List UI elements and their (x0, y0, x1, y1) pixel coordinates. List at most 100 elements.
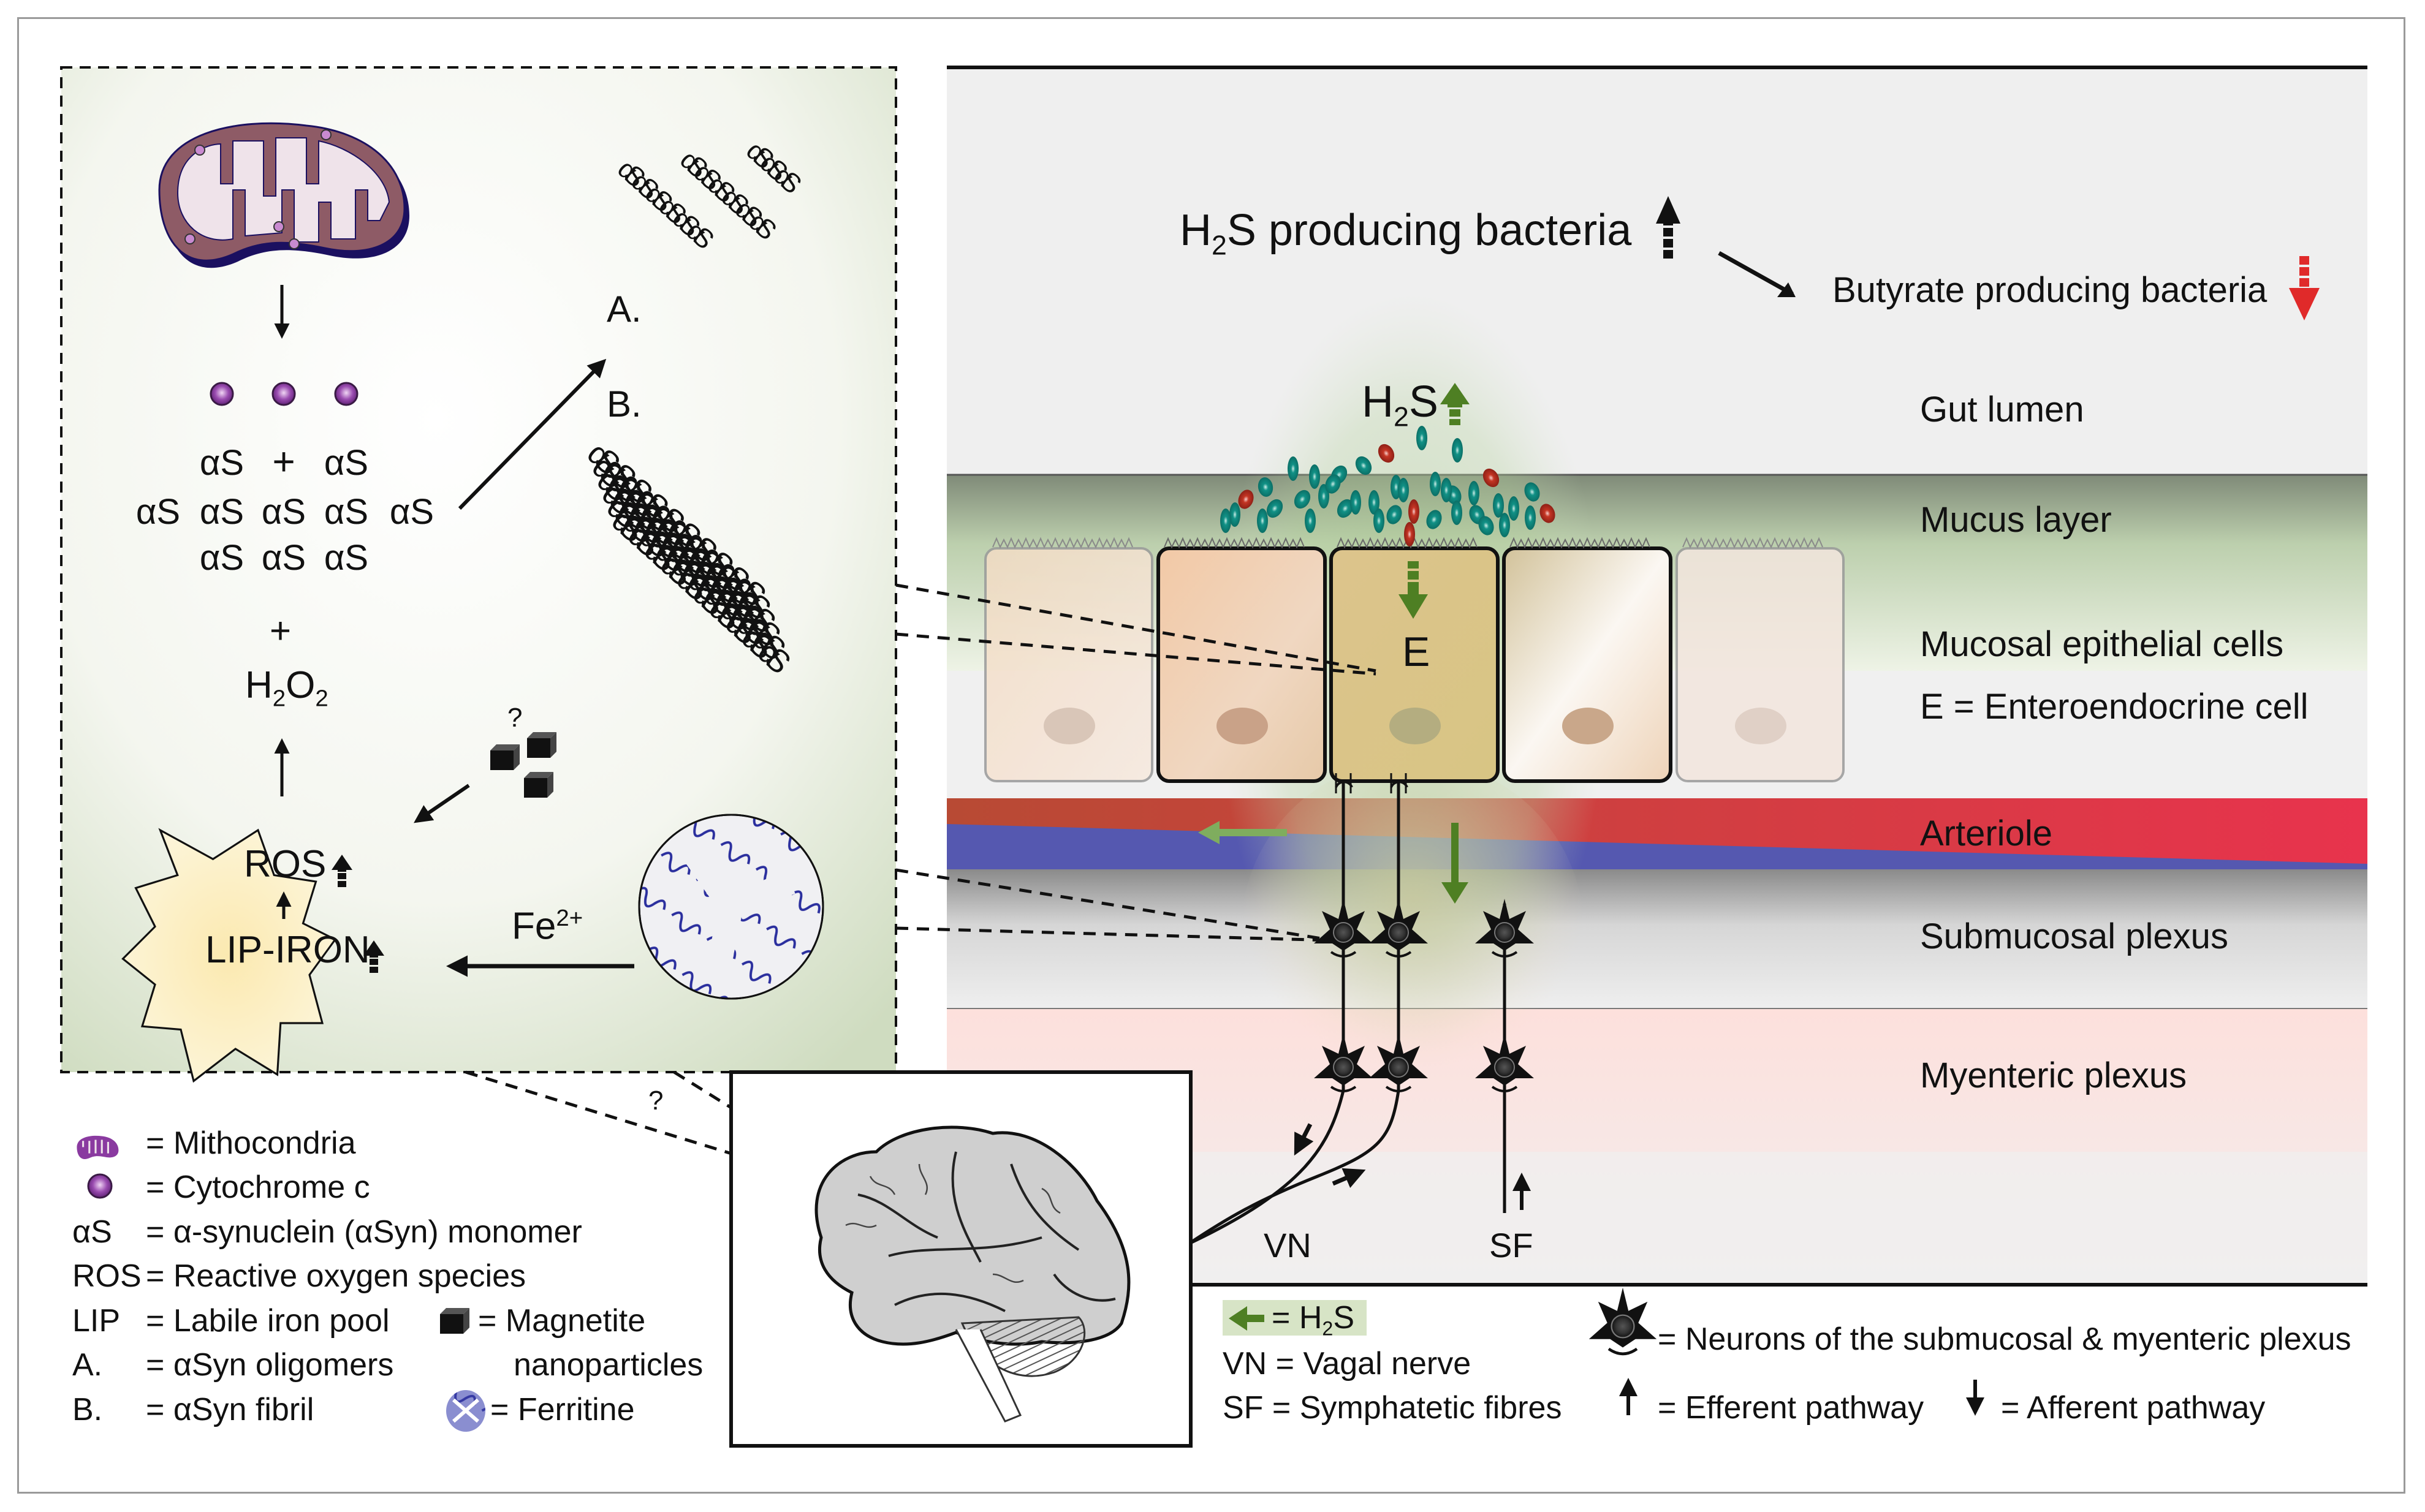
legend-oligomers-text: = αSyn oligomers (146, 1347, 394, 1383)
alpha-synuclein-monomer: αS (200, 443, 244, 483)
brain-question-mark: ? (648, 1086, 664, 1116)
bacterium-teal (1309, 464, 1320, 489)
h2s-producing-bacteria-label: H2S producing bacteria (1180, 206, 1632, 261)
submucosal-neuron-icon (1475, 899, 1534, 958)
legend-sf-text: SF = Symphatetic fibres (1223, 1390, 1562, 1426)
lip-increase-arrow-icon (363, 940, 384, 973)
h2s-left-arrow-icon (1198, 821, 1287, 844)
legend-cytochrome-text: = Cytochrome c (146, 1170, 370, 1205)
fibril-label: B. (607, 384, 642, 425)
legend-oligomers-key: A. (72, 1347, 103, 1383)
h2s-up-arrow-icon (1440, 383, 1470, 425)
bacterium-teal (1525, 505, 1536, 530)
h2s-label: H2S (1362, 377, 1438, 433)
bacterium-teal (1258, 477, 1273, 497)
cytochrome-c-icon (334, 382, 359, 406)
ferritin-icon (638, 814, 824, 1000)
layer-label-mucus-layer: Mucus layer (1920, 500, 2112, 540)
vagal-nerve-label: VN (1264, 1226, 1311, 1264)
legend-ros-key: ROS (72, 1258, 142, 1294)
neurons (1314, 899, 1534, 1092)
alpha-synuclein-monomer: αS (324, 443, 368, 483)
legend-alpha-syn-text: = α-synuclein (αSyn) monomer (146, 1214, 582, 1250)
alpha-synuclein-monomer: αS (262, 492, 306, 532)
legend-magnetite-text2: nanoparticles (514, 1347, 704, 1383)
submucosal-neuron-icon (1369, 899, 1428, 958)
legend-vn-text: VN = Vagal nerve (1223, 1346, 1471, 1382)
h2s-down-submucosa-arrow-icon (1441, 823, 1468, 904)
submucosal-plexus-region (947, 869, 2367, 1009)
legend-neurons-text: = Neurons of the submucosal & myenteric … (1658, 1321, 2351, 1357)
oligomers-label: A. (607, 289, 642, 330)
epithelial-cell (984, 547, 1153, 782)
bacterium-red (1238, 490, 1254, 509)
bacterium-red (1404, 522, 1415, 546)
afferent-arrow-icon (1294, 1123, 1314, 1156)
myenteric-neuron-icon (1314, 1034, 1373, 1092)
legend-efferent-text: = Efferent pathway (1658, 1390, 1924, 1426)
bacterium-teal (1493, 493, 1504, 518)
butyrate-decrease-arrow-icon (2289, 256, 2320, 320)
bacteria-shift-arrow-icon (1718, 251, 1796, 297)
h2s-bacteria-increase-arrow-icon (1656, 196, 1680, 259)
cytochrome-c-icon (210, 382, 234, 406)
ros-burst (121, 828, 384, 1083)
bacterium-teal (1524, 482, 1540, 502)
legend-mitochondrion-icon (77, 1135, 119, 1159)
cytochrome-c-icon (271, 382, 296, 406)
legend-magnetite-text: = Magnetite (478, 1303, 646, 1339)
alpha-synuclein-monomer: αS (200, 492, 244, 532)
bacterium-teal (1426, 510, 1442, 529)
bacterium-teal (1416, 426, 1427, 450)
aggregation-arrow-icon (458, 358, 607, 510)
bacterium-teal (1355, 456, 1372, 475)
bacterium-teal (1508, 496, 1519, 521)
fe2-label: Fe2+ (512, 905, 583, 948)
bacterium-teal (1229, 502, 1241, 527)
legend-ferritin-icon (446, 1390, 485, 1432)
gut-lumen-region (947, 67, 2367, 475)
sympathetic-fibres-label: SF (1489, 1226, 1533, 1264)
bacterium-teal (1257, 508, 1268, 533)
bacterium-red (1378, 444, 1395, 463)
alpha-synuclein-monomer: αS (324, 538, 368, 578)
bacterium-teal (1325, 474, 1341, 494)
lip-iron-label: LIP-IRON (205, 929, 370, 971)
magnetite-nanoparticles-icon (490, 732, 556, 798)
bacterium-red (1539, 504, 1555, 523)
layer-label-mucosal-epithelial-cells: Mucosal epithelial cells (1920, 624, 2284, 664)
bacterium-teal (1220, 508, 1231, 533)
layer-label-gut-lumen: Gut lumen (1920, 390, 2084, 429)
bacterium-teal (1288, 456, 1299, 481)
epithelial-cell (1502, 546, 1672, 783)
legend-h2s-arrow-icon (1229, 1306, 1264, 1331)
plus-sign: + (270, 610, 292, 651)
bacterium-teal (1266, 499, 1283, 518)
h2s-down-arrow-icon (1398, 561, 1428, 619)
submucosal-neuron-icon (1314, 899, 1373, 958)
enteroendocrine-cell (1329, 546, 1500, 783)
magnetite-question-mark: ? (507, 703, 523, 733)
alpha-synuclein-monomer: αS (390, 492, 434, 532)
bacterium-teal (1368, 490, 1379, 515)
brain-icon (814, 1125, 1131, 1423)
bacteria-cluster (1220, 426, 1555, 546)
epithelial-cells (984, 537, 1845, 783)
bacterium-teal (1337, 499, 1354, 518)
enteroendocrine-marker: E (1402, 629, 1430, 675)
legend-ros-text: = Reactive oxygen species (146, 1258, 526, 1294)
bacterium-teal (1398, 478, 1409, 502)
bacterium-teal (1350, 490, 1361, 515)
alpha-synuclein-monomer: αS (136, 492, 180, 532)
layer-label-arteriole: Arteriole (1920, 814, 2052, 853)
legend-ferritin-text: = Ferritine (490, 1392, 635, 1427)
efferent-arrow-icon (1332, 1168, 1366, 1189)
legend-alpha-syn-key: αS (72, 1214, 112, 1250)
arteriole-vessel (947, 798, 2367, 869)
brain-panel (729, 1070, 1193, 1448)
bacterium-red (1482, 468, 1500, 488)
bacterium-red (1408, 499, 1419, 524)
